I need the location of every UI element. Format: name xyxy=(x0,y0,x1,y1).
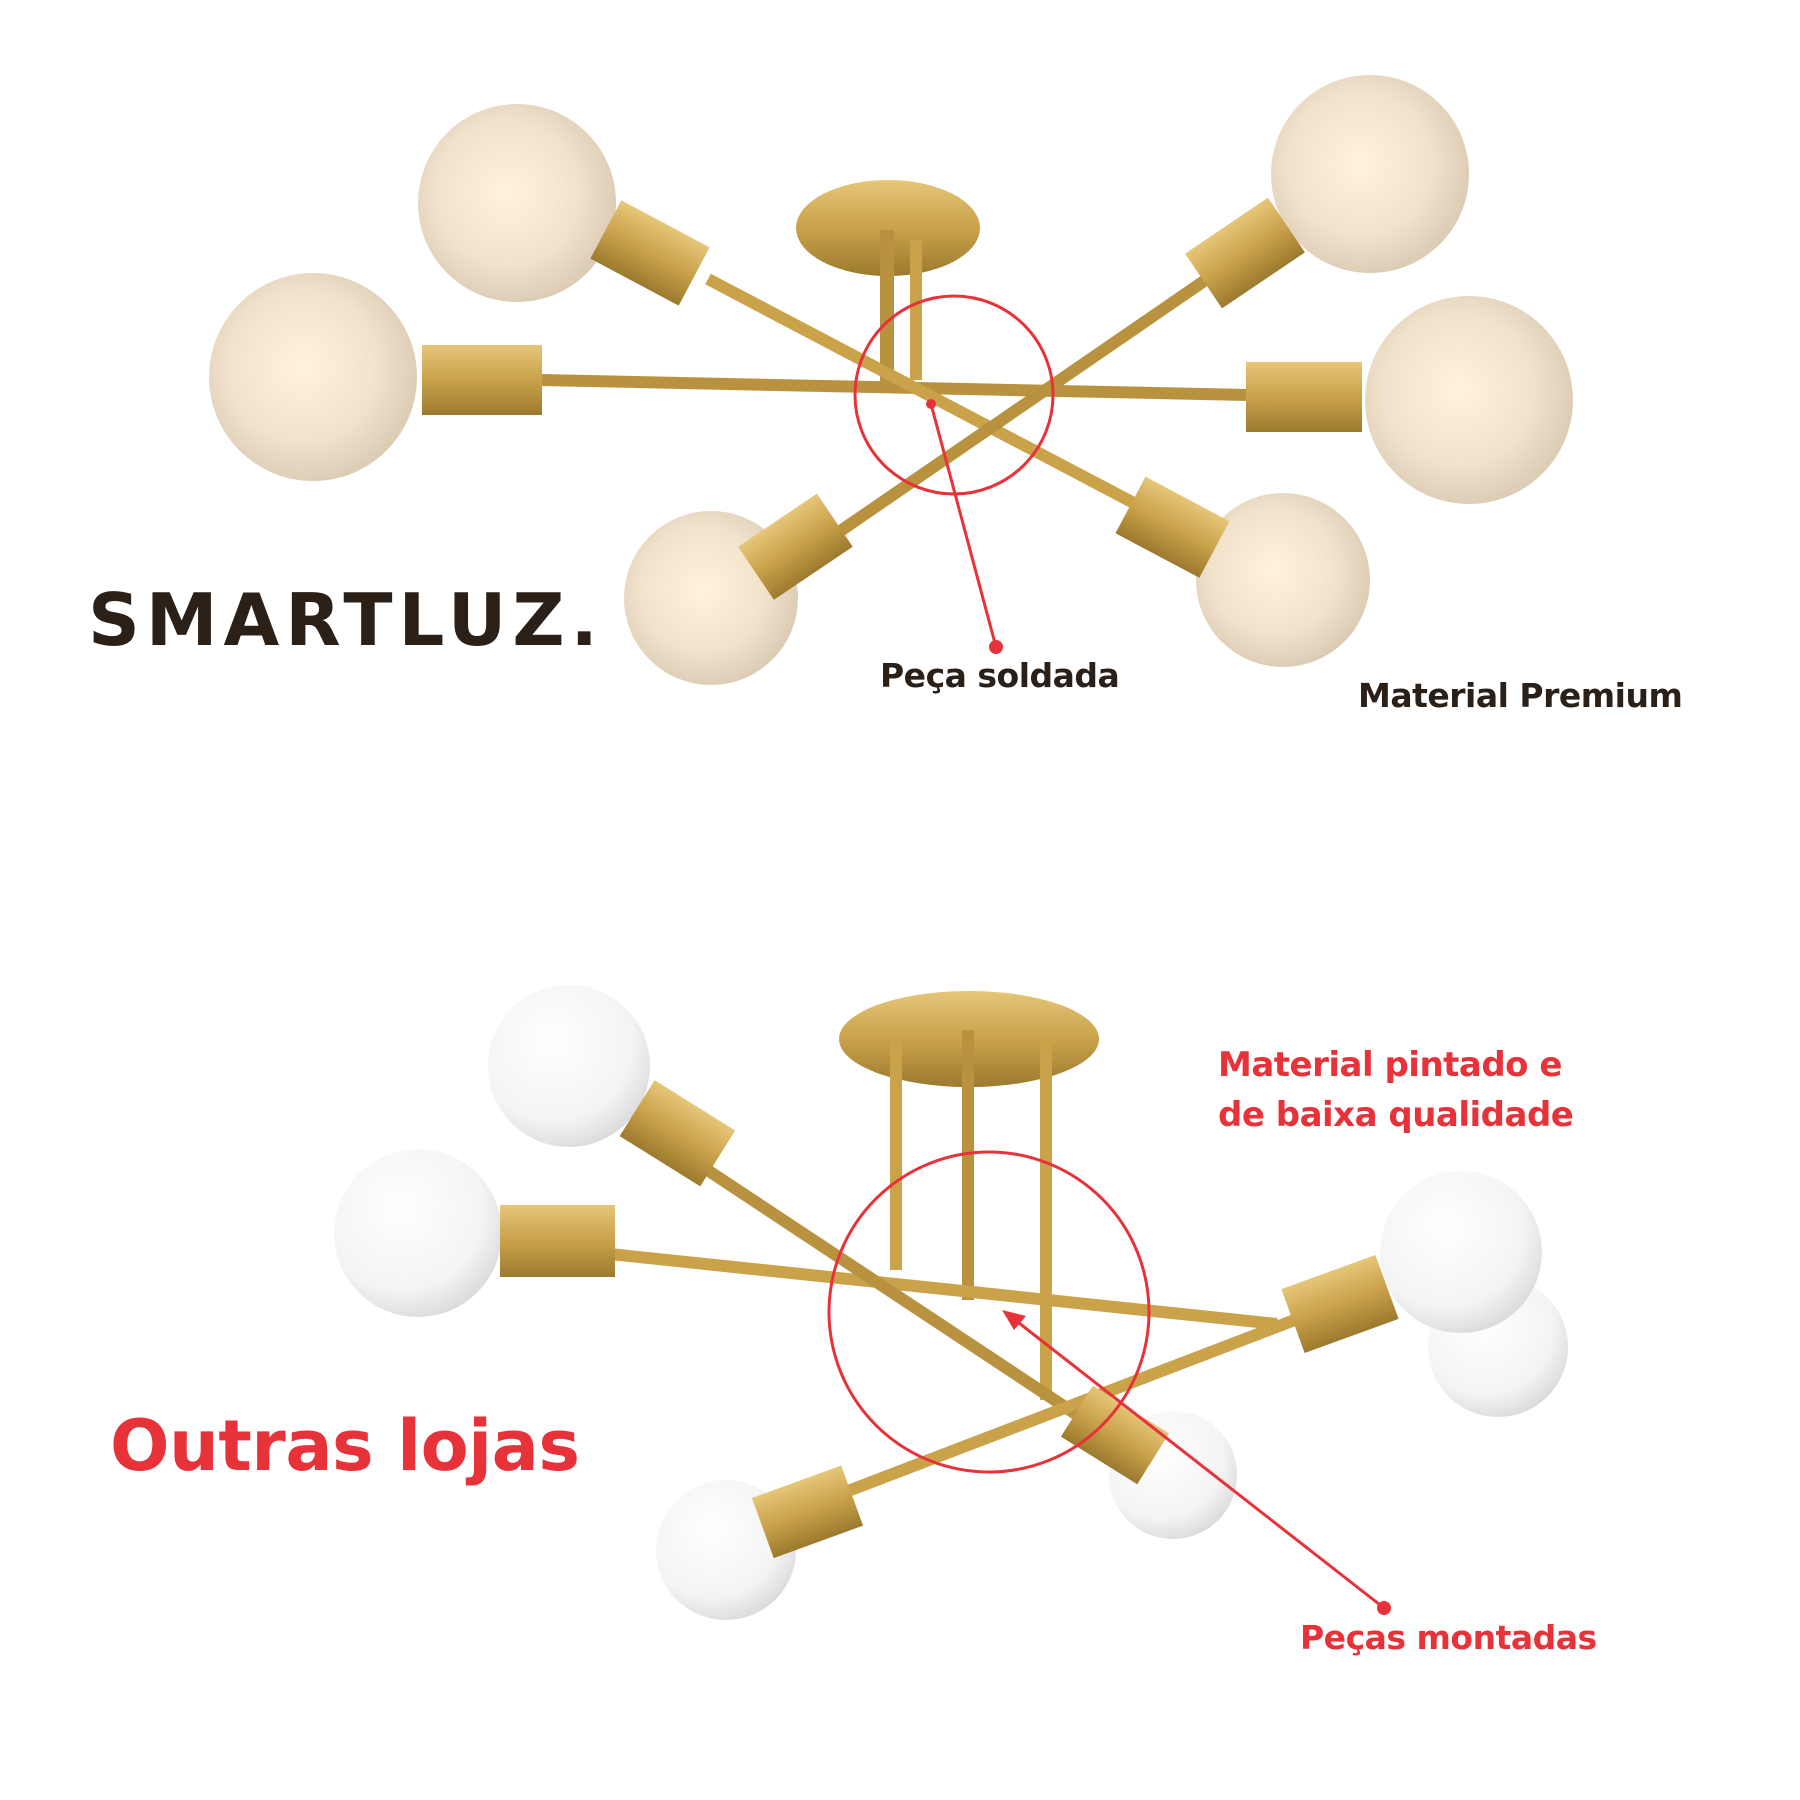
canopy xyxy=(796,180,980,276)
pointer-dot xyxy=(926,399,936,409)
socket xyxy=(590,200,710,306)
pointer-line xyxy=(1009,1314,1385,1610)
socket xyxy=(500,1205,615,1277)
bulb xyxy=(209,273,417,481)
pointer-line xyxy=(929,403,998,648)
bulb xyxy=(418,104,616,302)
socket xyxy=(1281,1254,1399,1354)
arm xyxy=(539,374,1249,401)
bulb xyxy=(1196,493,1370,667)
stem xyxy=(880,230,894,390)
low-quality-caption: Material pintado e de baixa qualidade xyxy=(1218,1040,1574,1140)
bulb xyxy=(1271,75,1469,273)
highlight-circle xyxy=(827,1150,1151,1474)
stem xyxy=(910,240,922,380)
weld-callout-label: Peça soldada xyxy=(880,656,1120,695)
arm xyxy=(646,1126,1119,1446)
arm xyxy=(705,273,1152,517)
socket xyxy=(1246,362,1362,432)
caption-line: de baixa qualidade xyxy=(1218,1095,1574,1135)
arm xyxy=(798,1294,1350,1515)
premium-caption: Material Premium xyxy=(1358,676,1683,715)
low-quality-lamp xyxy=(334,985,1568,1620)
bulb xyxy=(1365,296,1573,504)
arrowhead-icon xyxy=(1002,1310,1026,1330)
socket xyxy=(751,1465,864,1559)
brand-logo: SMARTLUZ. xyxy=(88,578,604,662)
socket xyxy=(1185,197,1305,309)
stem xyxy=(1040,1040,1052,1400)
premium-lamp xyxy=(209,75,1573,685)
socket xyxy=(1115,476,1230,578)
socket xyxy=(738,493,853,600)
bulb xyxy=(334,1149,502,1317)
stem xyxy=(962,1030,974,1300)
socket xyxy=(422,345,542,415)
pointer-dot xyxy=(989,640,1003,654)
assembled-callout-label: Peças montadas xyxy=(1300,1618,1597,1657)
stem xyxy=(890,1040,902,1270)
socket xyxy=(1060,1385,1170,1485)
bulb xyxy=(1380,1171,1542,1333)
assembled-callout xyxy=(827,1150,1391,1615)
caption-line: Material pintado e xyxy=(1218,1045,1562,1085)
other-stores-title: Outras lojas xyxy=(110,1405,580,1487)
arm xyxy=(832,274,1211,539)
socket xyxy=(619,1080,736,1187)
arm xyxy=(609,1248,1278,1330)
weld-callout xyxy=(853,294,1055,654)
bulb xyxy=(488,985,650,1147)
pointer-dot xyxy=(1377,1601,1391,1615)
